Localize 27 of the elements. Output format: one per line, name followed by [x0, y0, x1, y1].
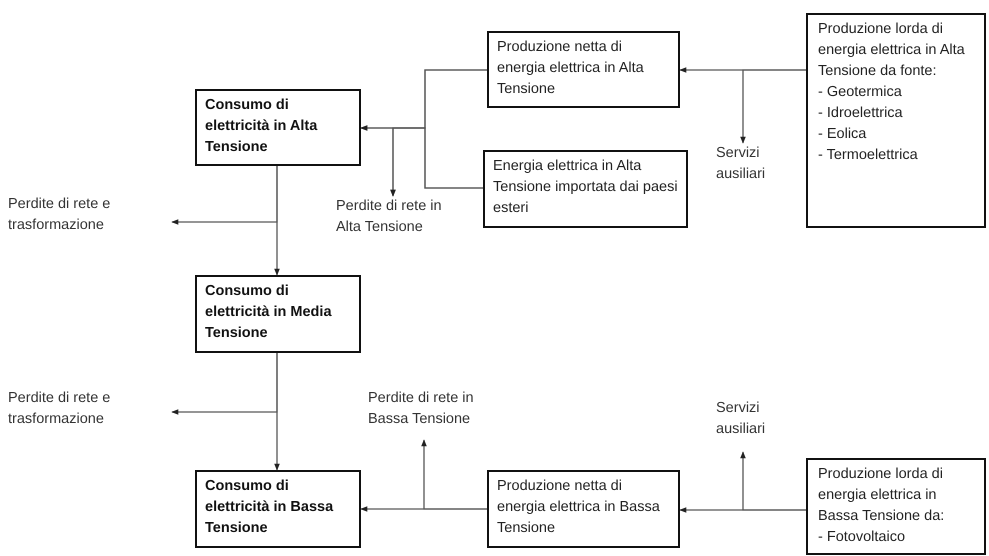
- box-heading: Produzione lorda di energia elettrica in Bassa Tensione da:: [817, 465, 946, 526]
- source-box: [806, 458, 986, 555]
- arrow: [740, 451, 806, 511]
- arrow: [421, 439, 487, 510]
- list-item: - Idroelettrica: [817, 104, 904, 124]
- arrow: [390, 127, 483, 197]
- list-item: - Geotermica: [817, 83, 903, 102]
- process-box: Produzione netta di energia elettrica in Alta Tensione: [487, 31, 680, 108]
- arrow: [171, 166, 278, 225]
- source-box: [806, 13, 986, 228]
- flow-label: Perdite di rete in Bassa Tensione: [368, 388, 508, 440]
- flow-label: Servizi ausiliari: [716, 143, 796, 197]
- arrow: [171, 353, 278, 415]
- process-box: Consumo di elettricità in Alta Tensione: [195, 89, 361, 166]
- flow-label: Servizi ausiliari: [716, 398, 796, 452]
- list-item: - Eolica: [817, 125, 868, 144]
- process-box: Energia elettrica in Alta Tensione importata dai paesi esteri: [483, 150, 688, 228]
- list-item: - Termoelettrica: [817, 146, 919, 166]
- arrow: [740, 69, 806, 144]
- process-box: Consumo di elettricità in Bassa Tensione: [195, 470, 361, 548]
- box-heading: Produzione lorda di energia elettrica in Alta Tensione da fonte:: [817, 20, 966, 82]
- list-item: - Fotovoltaico: [817, 528, 906, 548]
- flow-label: Perdite di rete in Alta Tensione: [336, 196, 466, 248]
- flow-label: Perdite di rete e trasformazione: [8, 388, 172, 436]
- process-box: Consumo di elettricità in Media Tensione: [195, 275, 361, 353]
- process-box: Produzione netta di energia elettrica in Bassa Tensione: [487, 470, 680, 548]
- flow-label: Perdite di rete e trasformazione: [8, 194, 172, 242]
